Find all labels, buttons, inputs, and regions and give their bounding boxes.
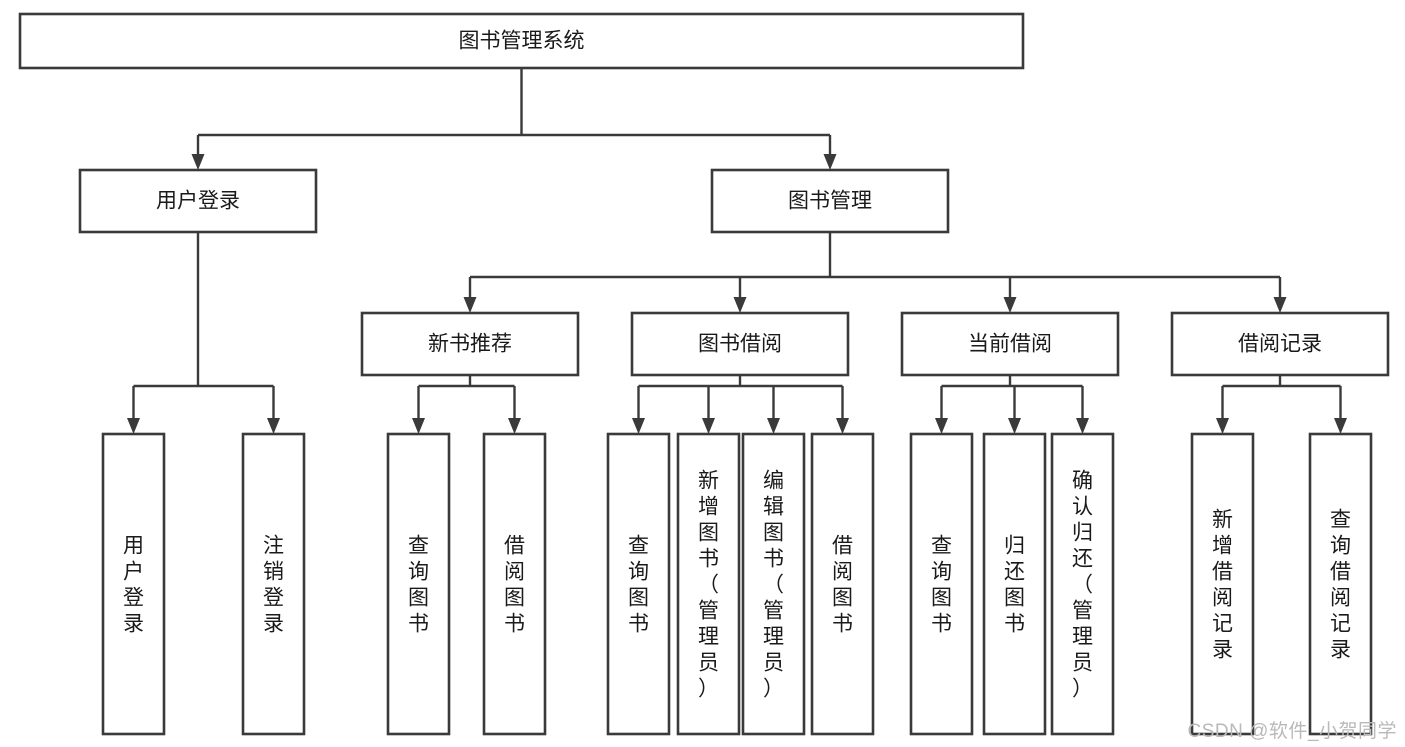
node-leaf-query-book-3[interactable]: 查询图书 — [909, 432, 974, 736]
arrow-icon — [632, 418, 645, 434]
node-book-manage[interactable]: 图书管理 — [710, 168, 950, 234]
node-borrow-record-box — [1170, 311, 1390, 377]
node-leaf-borrow-book-2[interactable]: 借阅图书 — [810, 432, 875, 736]
node-leaf-borrow-book-1-box — [482, 432, 547, 736]
arrow-icon — [733, 297, 747, 313]
node-leaf-user-login-box — [101, 432, 166, 736]
node-new-book-recommend-label: 新书推荐 — [428, 333, 512, 356]
node-leaf-query-record-label: 查询借阅记录 — [1330, 508, 1351, 661]
node-leaf-borrow-book-2-box — [810, 432, 875, 736]
arrow-icon — [191, 154, 205, 170]
node-leaf-query-book-1-label: 查询图书 — [408, 534, 429, 635]
arrow-icon — [508, 418, 521, 434]
node-current-borrow-box — [900, 311, 1120, 377]
edge-group-current-borrow — [935, 375, 1089, 434]
edge-group-new-book-recommend — [412, 375, 521, 434]
node-leaf-query-book-2[interactable]: 查询图书 — [606, 432, 671, 736]
node-current-borrow-label: 当前借阅 — [968, 333, 1052, 356]
edges-layer — [127, 68, 1347, 434]
node-leaf-confirm-return[interactable]: 确认归还（管理员） — [1050, 432, 1115, 736]
edge-group-book-manage — [463, 232, 1287, 313]
arrow-icon — [767, 418, 780, 434]
node-leaf-query-book-2-box — [606, 432, 671, 736]
node-leaf-add-record[interactable]: 新增借阅记录 — [1190, 432, 1255, 736]
edge-group-book-borrow — [632, 375, 849, 434]
node-leaf-query-book-2-label: 查询图书 — [628, 534, 649, 635]
edge-group-borrow-record — [1216, 375, 1347, 434]
node-root[interactable]: 图书管理系统 — [18, 12, 1025, 70]
arrow-icon — [702, 418, 715, 434]
node-leaf-confirm-return-box — [1050, 432, 1115, 736]
arrow-icon — [1216, 418, 1229, 434]
node-new-book-recommend-box — [360, 311, 580, 377]
node-current-borrow[interactable]: 当前借阅 — [900, 311, 1120, 377]
edge-group-user-login — [127, 232, 280, 434]
node-leaf-add-record-label: 新增借阅记录 — [1212, 508, 1233, 661]
arrow-icon — [412, 418, 425, 434]
node-leaf-query-book-1[interactable]: 查询图书 — [386, 432, 451, 736]
node-leaf-user-login[interactable]: 用户登录 — [101, 432, 166, 736]
arrow-icon — [836, 418, 849, 434]
node-leaf-return-book-box — [982, 432, 1047, 736]
node-borrow-record-label: 借阅记录 — [1238, 333, 1322, 356]
node-leaf-return-book[interactable]: 归还图书 — [982, 432, 1047, 736]
node-user-login-label: 用户登录 — [156, 190, 240, 213]
node-leaf-user-logout-label: 注销登录 — [263, 534, 284, 635]
node-leaf-query-record-box — [1308, 432, 1373, 736]
node-leaf-edit-book[interactable]: 编辑图书（管理员） — [741, 432, 806, 736]
arrow-icon — [267, 418, 280, 434]
node-leaf-borrow-book-1-label: 借阅图书 — [504, 534, 525, 635]
arrow-icon — [127, 418, 140, 434]
arrow-icon — [823, 154, 837, 170]
node-leaf-borrow-book-2-label: 借阅图书 — [832, 534, 853, 635]
node-leaf-edit-book-box — [741, 432, 806, 736]
nodes-layer: 图书管理系统用户登录图书管理新书推荐图书借阅当前借阅借阅记录用户登录注销登录查询… — [18, 12, 1390, 736]
node-book-borrow[interactable]: 图书借阅 — [630, 311, 850, 377]
node-leaf-user-logout-box — [241, 432, 306, 736]
node-leaf-query-record[interactable]: 查询借阅记录 — [1308, 432, 1373, 736]
node-leaf-add-book[interactable]: 新增图书（管理员） — [676, 432, 741, 736]
arrow-icon — [1076, 418, 1089, 434]
node-book-borrow-label: 图书借阅 — [698, 333, 782, 356]
arrow-icon — [1003, 297, 1017, 313]
node-user-login-box — [78, 168, 318, 234]
arrow-icon — [935, 418, 948, 434]
arrow-icon — [1273, 297, 1287, 313]
watermark-label: CSDN @软件_小贺同学 — [1187, 721, 1397, 742]
arrow-icon — [1334, 418, 1347, 434]
arrow-icon — [463, 297, 477, 313]
edge-group-root — [191, 68, 837, 170]
node-book-manage-label: 图书管理 — [788, 190, 872, 213]
node-leaf-edit-book-label: 编辑图书（管理员） — [763, 469, 784, 700]
node-leaf-confirm-return-label: 确认归还（管理员） — [1072, 469, 1093, 700]
node-root-box — [18, 12, 1025, 70]
node-leaf-add-book-box — [676, 432, 741, 736]
node-leaf-add-book-label: 新增图书（管理员） — [698, 469, 719, 700]
node-leaf-add-record-box — [1190, 432, 1255, 736]
node-leaf-query-book-1-box — [386, 432, 451, 736]
node-leaf-return-book-label: 归还图书 — [1004, 534, 1025, 635]
node-leaf-user-logout[interactable]: 注销登录 — [241, 432, 306, 736]
node-leaf-query-book-3-box — [909, 432, 974, 736]
node-book-manage-box — [710, 168, 950, 234]
node-leaf-user-login-label: 用户登录 — [123, 534, 144, 635]
arrow-icon — [1008, 418, 1021, 434]
node-borrow-record[interactable]: 借阅记录 — [1170, 311, 1390, 377]
node-leaf-borrow-book-1[interactable]: 借阅图书 — [482, 432, 547, 736]
node-user-login[interactable]: 用户登录 — [78, 168, 318, 234]
node-leaf-query-book-3-label: 查询图书 — [931, 534, 952, 635]
node-new-book-recommend[interactable]: 新书推荐 — [360, 311, 580, 377]
node-book-borrow-box — [630, 311, 850, 377]
node-root-label: 图书管理系统 — [459, 30, 585, 53]
